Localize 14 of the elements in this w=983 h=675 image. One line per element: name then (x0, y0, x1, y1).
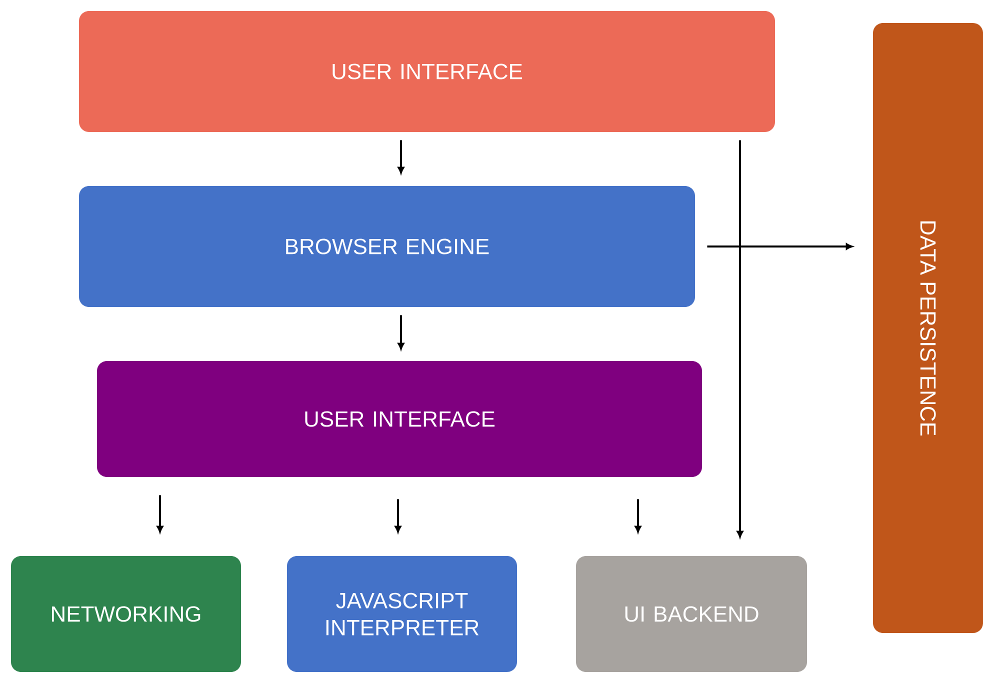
layer-box: NETWORKING (11, 556, 241, 672)
arrow (398, 140, 404, 174)
layer-box: UI BACKEND (576, 556, 807, 672)
arrow (394, 499, 402, 533)
arrow (736, 140, 744, 538)
layer-box: USER INTERFACE (97, 361, 702, 477)
arrow (707, 243, 853, 250)
arrow (156, 495, 164, 533)
arrow (398, 315, 404, 350)
layer-box: USER INTERFACE (79, 11, 775, 132)
layer-box: BROWSER ENGINE (79, 186, 695, 307)
layer-box: JAVASCRIPT INTERPRETER (287, 556, 517, 672)
layer-bar: DATA PERSISTENCE (873, 23, 983, 633)
arrow (634, 499, 642, 533)
